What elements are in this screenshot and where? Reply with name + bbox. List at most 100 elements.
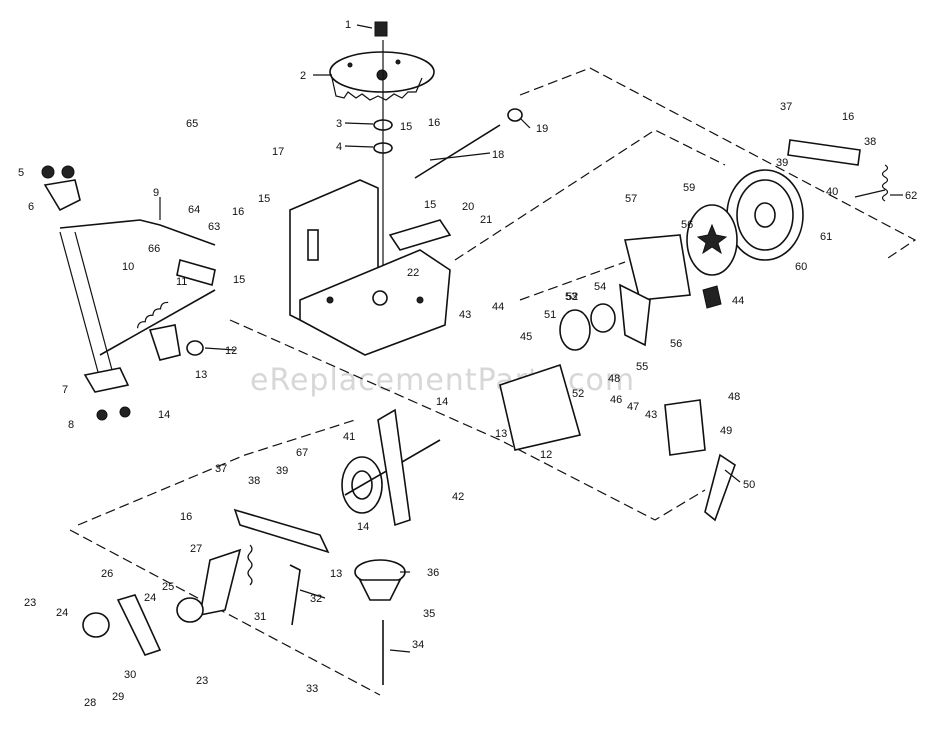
spring-10 [136,301,169,329]
callout-52a: 52 [566,291,578,303]
casting-56 [619,283,651,347]
callout-14b: 14 [436,396,448,408]
callout-43a: 43 [459,309,471,321]
callout-60: 60 [795,261,807,273]
bracket-6 [43,179,81,212]
callout-56b: 56 [670,338,682,350]
leader-lines [159,24,903,653]
link-38-lower [233,508,330,554]
arm-42 [377,408,411,527]
callout-37b: 37 [215,463,227,475]
outline-upper-right [519,67,917,259]
nut-8a [96,409,108,421]
lever-45 [499,363,582,451]
callout-28: 28 [84,697,96,709]
callout-50: 50 [743,479,755,491]
callout-9: 9 [153,187,159,199]
spring-62 [881,164,889,202]
callout-39a: 39 [776,157,788,169]
callout-15c: 15 [258,193,270,205]
callout-23a: 23 [24,597,36,609]
callout-26: 26 [101,568,113,580]
parts [41,21,889,685]
top-nut [374,21,388,37]
callout-64: 64 [188,204,200,216]
friction-wheel-41 [341,439,441,514]
callout-22: 22 [407,267,419,279]
roller-25 [176,597,204,623]
callout-25: 25 [162,581,174,593]
callout-43b: 43 [645,409,657,421]
callout-24a: 24 [56,607,68,619]
callout-30: 30 [124,669,136,681]
callout-labels: 1 2 3 4 5 6 7 8 9 10 11 12 12 13 13 13 1… [18,19,917,709]
callout-45: 45 [520,331,532,343]
callout-27: 27 [190,543,202,555]
callout-8: 8 [68,419,74,431]
callout-16c: 16 [842,111,854,123]
callout-32: 32 [310,593,322,605]
callout-7: 7 [62,384,68,396]
callout-1: 1 [345,19,351,31]
arm-11 [148,324,181,361]
callout-63: 63 [208,221,220,233]
bushing-19 [507,108,523,122]
link-50 [704,453,736,522]
hub-52 [559,309,591,351]
callout-48b: 48 [728,391,740,403]
callout-47: 47 [627,401,639,413]
outline-upper-mid [454,129,726,261]
callout-16b: 16 [232,206,244,218]
callout-59: 59 [683,182,695,194]
knob-5a [41,165,55,179]
callout-51: 51 [544,309,556,321]
shaft-11 [99,289,216,356]
callout-5: 5 [18,167,24,179]
bearing-54 [590,303,616,333]
callout-13b: 13 [495,428,507,440]
gear-wheel [329,51,435,101]
knob-5b [61,165,75,179]
callout-18: 18 [492,149,504,161]
callout-6: 6 [28,201,34,213]
rod-link-left [59,231,99,373]
block-44b [702,285,722,309]
callout-35: 35 [423,608,435,620]
outline-bottom [69,529,381,696]
grip-66 [176,258,216,287]
callout-13c: 13 [330,568,342,580]
callout-54: 54 [594,281,606,293]
assembly-outlines [69,67,917,696]
callout-15d: 15 [233,274,245,286]
callout-56a: 56 [681,219,693,231]
outline-mid [519,261,626,301]
pulley-36 [354,559,406,601]
pulley-60 [726,169,804,261]
callout-2: 2 [300,70,306,82]
callout-37a: 37 [780,101,792,113]
callout-57: 57 [625,193,637,205]
callout-16d: 16 [180,511,192,523]
callout-21: 21 [480,214,492,226]
watermark-text: eReplacementParts.com [250,363,635,398]
callout-13a: 13 [195,369,207,381]
callout-55: 55 [636,361,648,373]
callout-14c: 14 [357,521,369,533]
callout-11: 11 [176,276,187,288]
rod-18 [414,124,501,179]
callout-66: 66 [148,243,160,255]
callout-19: 19 [536,123,548,135]
callout-38b: 38 [248,475,260,487]
callout-15b: 15 [424,199,436,211]
outline-center [229,319,706,521]
disc-59 [686,204,738,276]
callout-4: 4 [336,141,342,153]
callout-61: 61 [820,231,832,243]
callout-44b: 44 [732,295,744,307]
callout-12b: 12 [540,449,552,461]
lever-20 [388,219,452,251]
callout-34: 34 [412,639,424,651]
callout-36: 36 [427,567,439,579]
